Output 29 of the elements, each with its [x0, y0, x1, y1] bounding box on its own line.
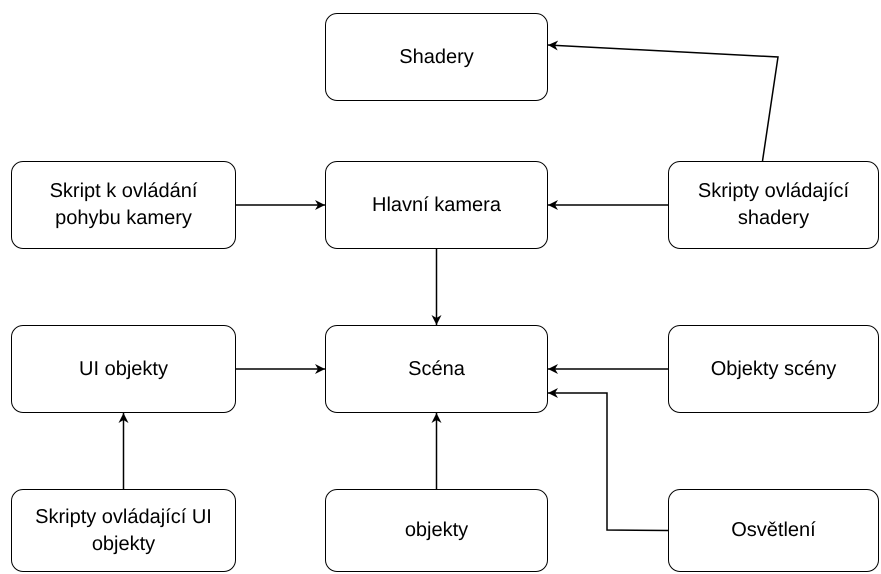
process-box	[325, 489, 548, 572]
process-box	[668, 161, 879, 249]
box-label: Skript k ovládání pohybu kamery	[48, 179, 198, 231]
arrow	[432, 413, 442, 489]
process-box	[668, 489, 879, 572]
arrow	[548, 200, 668, 210]
box-label: Shadery	[399, 44, 474, 70]
box-label: Skripty ovládající UI objekty	[34, 504, 213, 556]
arrow	[118, 413, 128, 489]
process-box	[11, 161, 236, 249]
arrow	[548, 388, 668, 532]
arrow	[432, 249, 442, 325]
box-label: Objekty scény	[710, 356, 836, 382]
arrow	[236, 364, 325, 374]
box-label: Scéna	[408, 356, 465, 382]
arrow	[548, 40, 779, 162]
box-label: objekty	[404, 518, 468, 543]
arrow	[236, 200, 325, 210]
box-label: Osvětlení	[731, 518, 816, 543]
process-box	[11, 325, 236, 413]
process-box	[325, 325, 548, 413]
box-label: Hlavní kamera	[372, 192, 501, 218]
process-box	[325, 161, 548, 249]
process-box	[11, 489, 236, 572]
process-box	[325, 13, 548, 101]
box-label: Skripty ovládající shadery	[696, 179, 850, 231]
process-box	[668, 325, 879, 413]
box-label: UI objekty	[79, 356, 168, 382]
arrow	[548, 364, 668, 374]
